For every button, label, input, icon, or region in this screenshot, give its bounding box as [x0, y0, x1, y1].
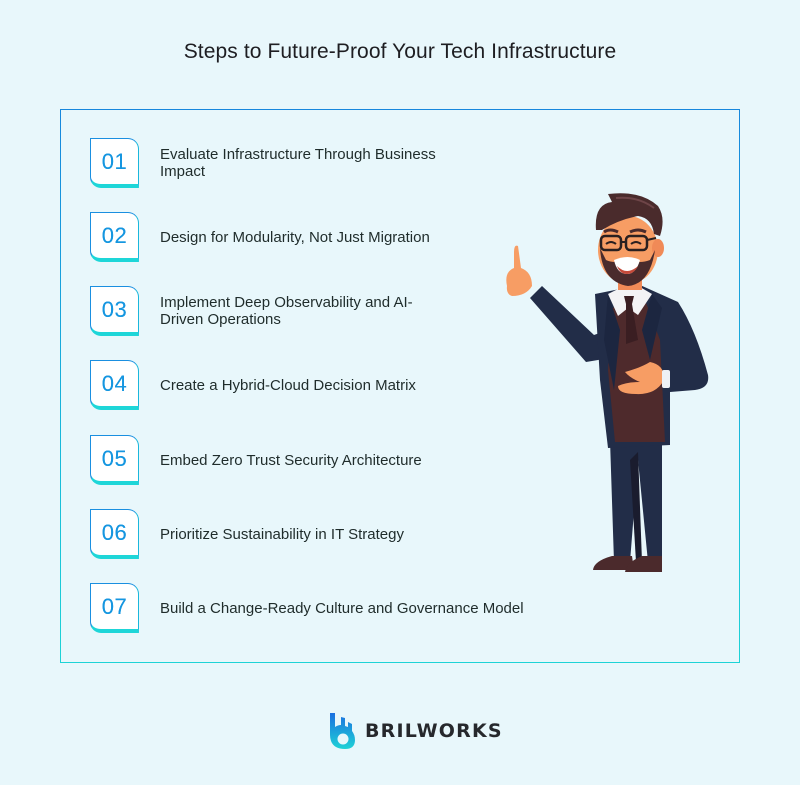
brilworks-logo-icon — [330, 713, 355, 749]
step-number-badge: 07 — [90, 583, 139, 633]
step-number: 02 — [101, 222, 128, 248]
step-item: 01 Evaluate Infrastructure Through Busin… — [90, 138, 570, 188]
step-number-badge: 01 — [90, 138, 139, 188]
brand-logo: BRILWORKS — [328, 711, 503, 751]
step-item: 04 Create a Hybrid-Cloud Decision Matrix — [90, 360, 570, 410]
step-number: 05 — [101, 445, 128, 471]
step-label: Embed Zero Trust Security Architecture — [160, 451, 422, 469]
step-number: 04 — [101, 370, 128, 396]
step-number: 07 — [101, 593, 128, 619]
step-number-badge: 06 — [90, 509, 139, 559]
step-number-badge: 04 — [90, 360, 139, 410]
step-number: 06 — [101, 519, 128, 545]
step-label: Design for Modularity, Not Just Migratio… — [160, 228, 430, 246]
step-item: 03 Implement Deep Observability and AI-D… — [90, 286, 570, 336]
step-label: Prioritize Sustainability in IT Strategy — [160, 525, 404, 543]
step-label: Build a Change-Ready Culture and Governa… — [160, 599, 524, 617]
step-label: Implement Deep Observability and AI-Driv… — [160, 294, 413, 328]
step-item: 05 Embed Zero Trust Security Architectur… — [90, 435, 570, 485]
step-number: 03 — [101, 296, 128, 322]
page-title: Steps to Future-Proof Your Tech Infrastr… — [183, 40, 617, 63]
step-item: 07 Build a Change-Ready Culture and Gove… — [90, 583, 570, 633]
step-number-badge: 05 — [90, 435, 139, 485]
step-number-badge: 03 — [90, 286, 139, 336]
step-label: Create a Hybrid-Cloud Decision Matrix — [160, 376, 416, 394]
step-number-badge: 02 — [90, 212, 139, 262]
businessman-pointing-up-illustration — [506, 193, 709, 572]
step-label: Evaluate Infrastructure Through Business… — [160, 146, 436, 180]
brand-name: BRILWORKS — [365, 720, 503, 742]
step-number: 01 — [101, 148, 128, 174]
step-item: 02 Design for Modularity, Not Just Migra… — [90, 212, 570, 262]
step-item: 06 Prioritize Sustainability in IT Strat… — [90, 509, 570, 559]
